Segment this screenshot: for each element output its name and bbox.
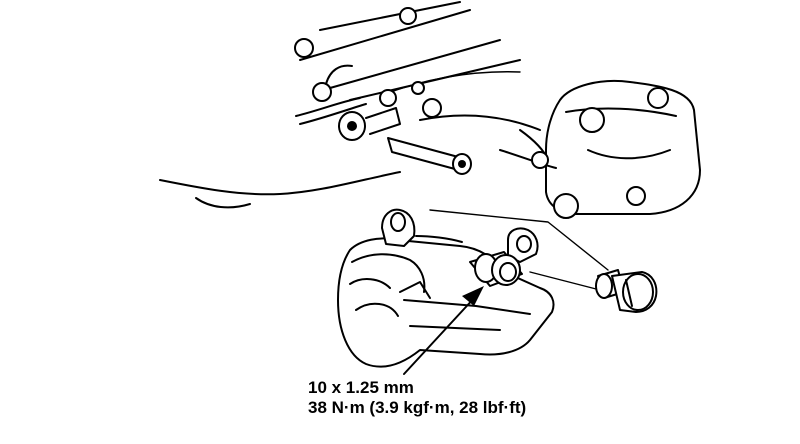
installed-flange-bolt [469,251,523,287]
engine-mount-bracket [499,80,701,219]
shaft-assembly [295,64,472,175]
loose-flange-bolt [595,269,658,313]
bolt-size-label: 10 x 1.25 mm [308,378,414,397]
torque-spec-callout: 10 x 1.25 mm 38 N·m (3.9 kgf·m, 28 lbf·f… [308,378,526,418]
torque-value-label: 38 N·m (3.9 kgf·m, 28 lbf·ft) [308,398,527,417]
heat-shield-cover [337,208,555,368]
assembly-guide-lines [429,209,609,291]
engine-block-outline [159,1,541,209]
callout-leader-arrow [403,286,484,375]
